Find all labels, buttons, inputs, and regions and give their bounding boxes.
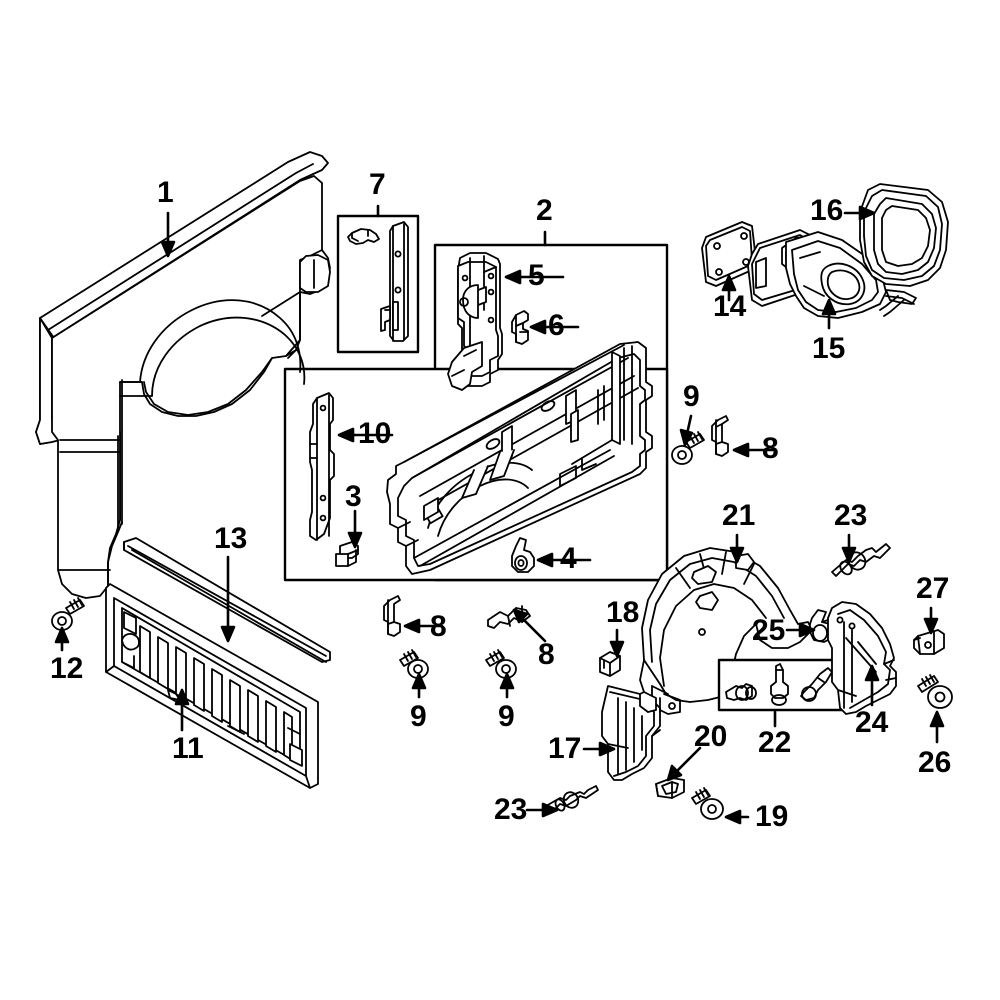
- callout-label-7: 7: [369, 168, 386, 201]
- part-9-screw-lower-left: [399, 649, 429, 679]
- callout-label-4: 4: [560, 542, 577, 575]
- part-21-wheelhouse-liner: [639, 547, 813, 715]
- part-9-screw-lower-center: [485, 649, 517, 679]
- callout-label-21: 21: [722, 499, 756, 532]
- part-8-clip-lower-left: [383, 595, 401, 637]
- callout-label-2: 2: [536, 194, 553, 227]
- callout-label-26: 26: [918, 746, 952, 779]
- part-1-quarter-panel-outer: [35, 151, 331, 599]
- part-24-splash-shield-extension: [827, 601, 897, 715]
- part-6-bracket-small: [511, 310, 529, 345]
- part-12-screw: [51, 597, 85, 631]
- part-22-fastener-c: [800, 667, 833, 702]
- part-22-fastener-a: [725, 683, 757, 701]
- part-2-inner-bed-panel: [386, 341, 653, 575]
- part-22-fastener-b: [770, 663, 789, 706]
- part-15-fuel-filler-housing: [747, 229, 917, 319]
- callout-label-3: 3: [345, 480, 362, 513]
- callout-label-9-upper: 9: [683, 380, 700, 413]
- callout-label-6: 6: [548, 309, 565, 342]
- callout-label-19: 19: [755, 800, 789, 833]
- callout-label-22: 22: [758, 726, 792, 759]
- part-5-bed-front-pillar-reinforcement: [447, 252, 503, 391]
- callout-label-20: 20: [694, 720, 728, 753]
- callout-label-15: 15: [812, 332, 846, 365]
- part-23-push-pin-upper: [831, 543, 891, 577]
- part-16-fuel-filler-door: [859, 183, 949, 287]
- callout-label-12: 12: [50, 652, 84, 685]
- callout-label-24: 24: [855, 706, 889, 739]
- part-20-clip-retainer: [655, 777, 685, 799]
- callout-label-5: 5: [528, 259, 545, 292]
- callout-label-13: 13: [214, 522, 248, 555]
- callout-label-18: 18: [606, 596, 640, 629]
- part-10-inner-panel-reinforcement: [309, 392, 335, 541]
- callout-label-14: 14: [713, 290, 747, 323]
- callout-label-25: 25: [752, 614, 786, 647]
- part-27-clip-bracket: [913, 629, 945, 655]
- part-7-pillar-reinforcement: [347, 221, 409, 342]
- callout-label-8-lower-left: 8: [430, 610, 447, 643]
- callout-label-1: 1: [157, 176, 174, 209]
- callout-label-16: 16: [810, 194, 844, 227]
- callout-arrows: [54, 204, 945, 825]
- callout-label-17: 17: [548, 732, 582, 765]
- part-8-clip-upper: [711, 415, 729, 457]
- callout-label-9-lower-center: 9: [498, 700, 515, 733]
- part-4-grommet-plug: [511, 537, 535, 573]
- part-19-screw: [691, 787, 724, 820]
- part-23-push-pin-lower: [545, 785, 599, 813]
- callout-label-27: 27: [916, 572, 950, 605]
- part-11-bed-front-panel: [105, 583, 319, 789]
- callout-label-23-upper: 23: [834, 499, 868, 532]
- callout-label-8-lower-center: 8: [538, 638, 555, 671]
- part-18-clip-nut: [599, 651, 621, 677]
- callout-label-8-upper: 8: [762, 432, 779, 465]
- callout-label-10: 10: [358, 417, 392, 450]
- callout-label-9-lower-left: 9: [410, 700, 427, 733]
- callout-label-11: 11: [172, 732, 204, 765]
- callout-label-23-lower: 23: [494, 793, 528, 826]
- part-26-screw: [917, 674, 953, 709]
